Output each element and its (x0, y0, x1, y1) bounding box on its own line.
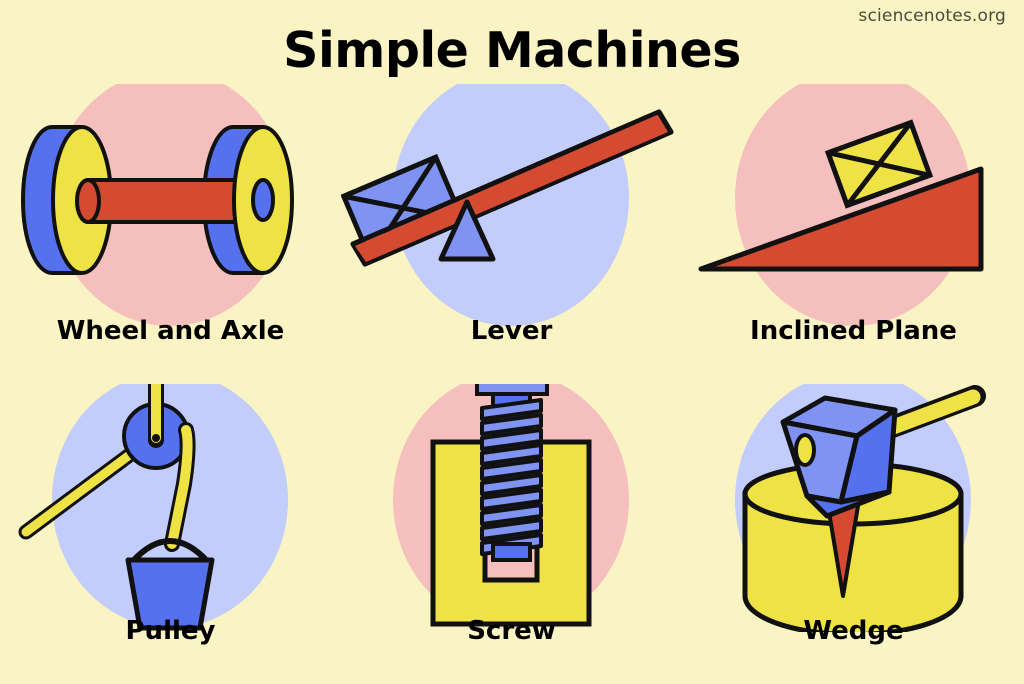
background-circle (52, 384, 288, 628)
screw-head (475, 384, 549, 396)
screw-tip (491, 542, 532, 562)
pulley-axle-dot (152, 434, 160, 442)
screw-threads (480, 398, 543, 556)
page-title: Simple Machines (283, 22, 741, 79)
machine-card-screw[interactable]: Screw (341, 384, 682, 684)
ramp-triangle (698, 166, 984, 272)
machine-card-pulley[interactable]: Pulley (0, 384, 341, 684)
axe-blade-edge (804, 489, 892, 519)
axe-head-eye (794, 433, 816, 467)
machine-label-screw: Screw (467, 616, 556, 646)
machine-card-wedge[interactable]: Wedge (683, 384, 1024, 684)
inclined-plane-illustration (683, 84, 1024, 332)
background-circle (393, 84, 629, 326)
bucket-body (125, 557, 215, 631)
machine-label-inclined-plane: Inclined Plane (750, 316, 957, 346)
machines-grid: Wheel and Axle (0, 84, 1024, 684)
machine-label-pulley: Pulley (125, 616, 216, 646)
log-body (742, 491, 964, 632)
axle-end-cap (75, 178, 101, 224)
axle-bar (86, 178, 240, 224)
machine-label-wheel-and-axle: Wheel and Axle (56, 316, 285, 346)
rope-down-fill (167, 425, 193, 549)
watermark-text: sciencenotes.org (858, 6, 1006, 26)
machine-card-wheel-and-axle[interactable]: Wheel and Axle (0, 84, 341, 384)
lever-plank-front (350, 109, 674, 267)
machine-card-inclined-plane[interactable]: Inclined Plane (683, 84, 1024, 384)
ramp-load-box (824, 119, 934, 209)
wheel-and-axle-illustration (0, 84, 341, 332)
pulley-illustration (0, 384, 341, 632)
bucket-handle (129, 538, 211, 565)
wheel-right-hub-hole (251, 178, 275, 222)
machine-label-lever: Lever (470, 316, 553, 346)
machine-label-wedge: Wedge (803, 616, 904, 646)
screw-illustration (341, 384, 682, 632)
lever-fulcrum (438, 199, 496, 262)
machine-card-lever[interactable]: Lever (341, 84, 682, 384)
lever-illustration (341, 84, 682, 332)
wedge-illustration (683, 384, 1024, 632)
lever-plank-fill-front (355, 115, 668, 262)
